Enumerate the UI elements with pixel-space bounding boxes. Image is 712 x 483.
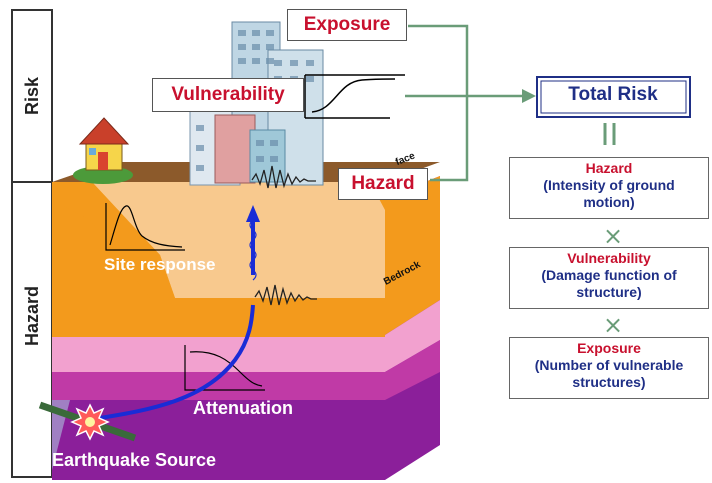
equation-term-exposure: Exposure (Number of vulnerable structure… [509, 337, 709, 399]
term-description: (Number of vulnerable structures) [534, 357, 684, 390]
attenuation-curve [184, 345, 265, 391]
term-description: (Intensity of ground motion) [543, 177, 675, 210]
total-risk-box [536, 76, 691, 118]
layer-purple [52, 400, 385, 480]
surface-waveform [251, 165, 316, 189]
attenuation-label: Attenuation [193, 398, 293, 418]
times-icon: × [603, 222, 624, 250]
hazard-label: Hazard [338, 168, 428, 200]
earthquake-source-icon [38, 401, 137, 442]
equation-term-vulnerability: Vulnerability (Damage function of struct… [509, 247, 709, 309]
total-risk-label: Total Risk [568, 84, 658, 105]
equals-icon [603, 123, 616, 145]
seismic-ray [99, 205, 260, 420]
site-response-curve [105, 203, 185, 251]
vulnerability-curve [304, 74, 405, 119]
damaged-house-icon [73, 117, 133, 184]
risk-axis-bar [11, 9, 53, 183]
earthquake-source-label: Earthquake Source [52, 450, 217, 470]
layer-soft-soil [92, 182, 385, 298]
bedrock-waveform [254, 284, 317, 306]
exposure-label: Exposure [287, 9, 407, 41]
term-title: Vulnerability [567, 250, 651, 266]
flow-arrows [405, 24, 522, 182]
vulnerability-label: Vulnerability [152, 78, 304, 112]
hazard-axis-label: Hazard [22, 285, 42, 347]
term-description: (Damage function of structure) [541, 267, 677, 300]
hazard-axis-bar [11, 181, 53, 478]
term-title: Hazard [585, 160, 633, 176]
arrow-head-total-risk [522, 89, 536, 103]
risk-axis-label: Risk [22, 76, 42, 116]
layer-pink [52, 337, 385, 372]
term-title: Exposure [577, 340, 641, 356]
equation-term-hazard: Hazard (Intensity of ground motion) [509, 157, 709, 219]
times-icon: × [603, 311, 624, 339]
site-response-label: Site response [104, 255, 216, 274]
